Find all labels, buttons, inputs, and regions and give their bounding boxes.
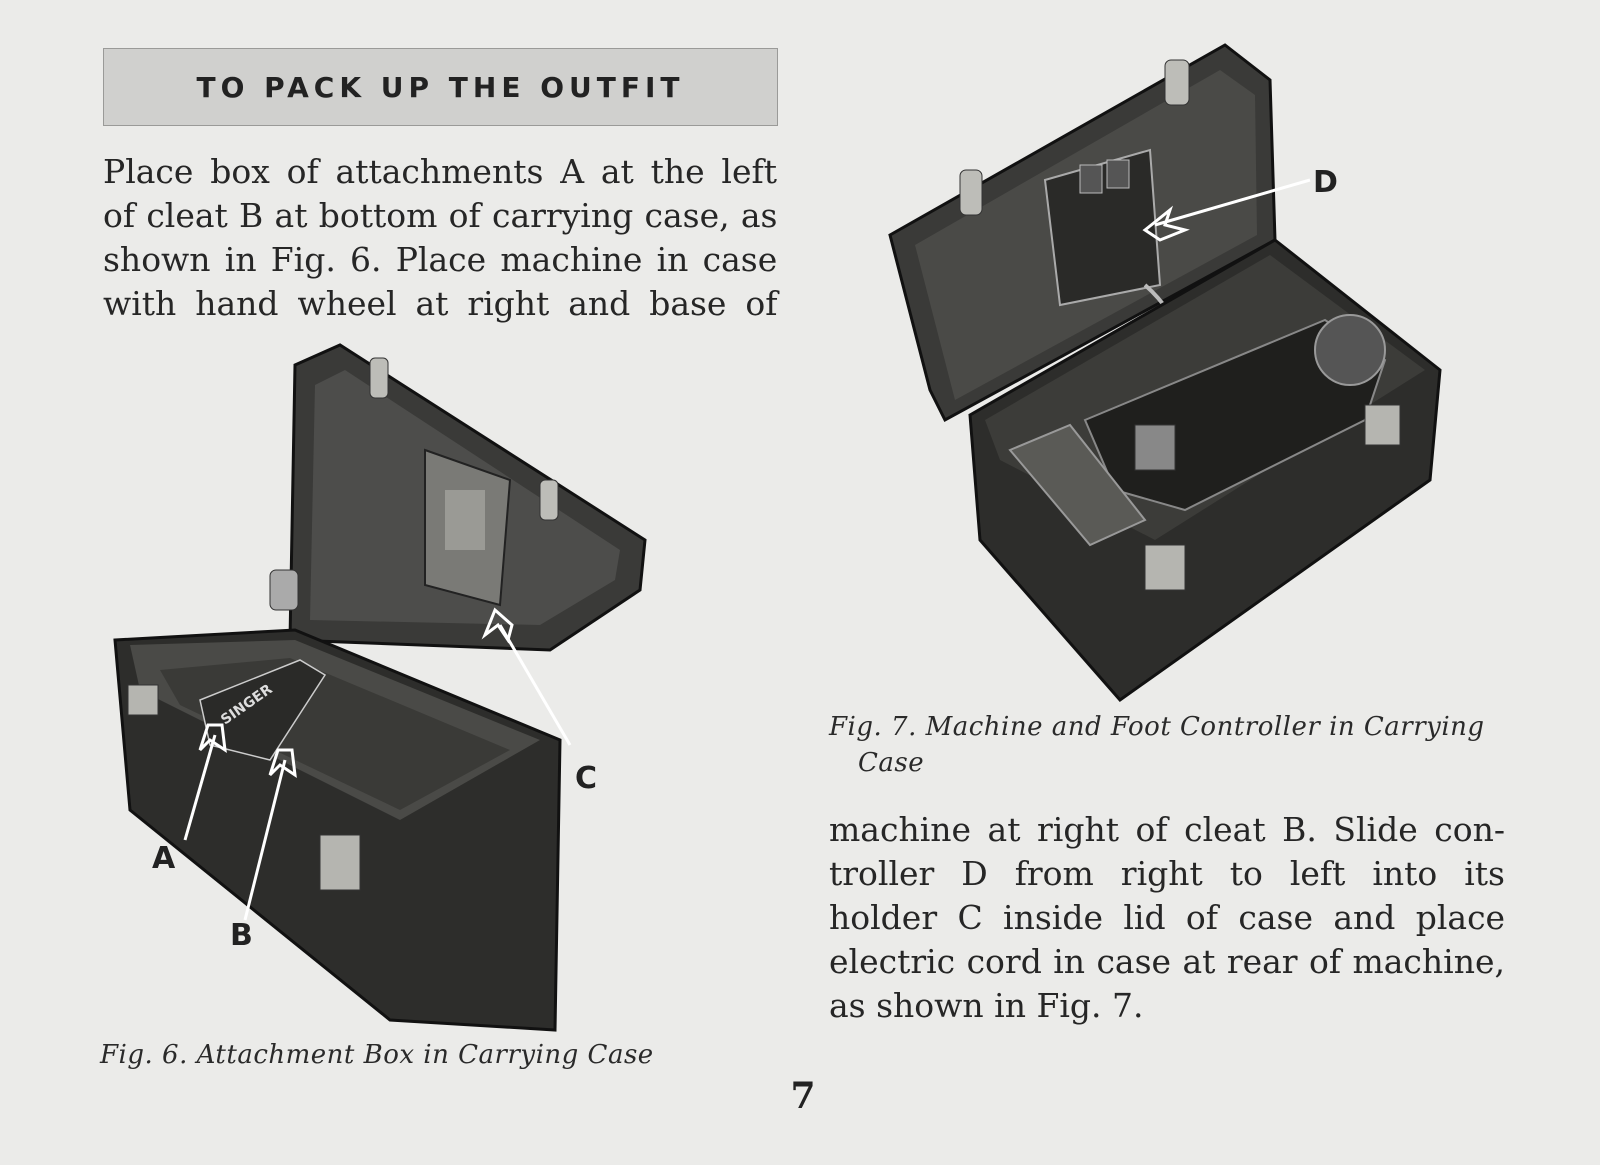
section-title: TO PACK UP THE OUTFIT (196, 70, 685, 104)
fig6-illustration: SINGER A B C (113, 343, 647, 1032)
text-line: of cleat B at bottom of carrying case, a… (103, 196, 778, 235)
instructions-paragraph-start: Place box of attachments A at the left o… (103, 150, 777, 326)
label-b: B (230, 918, 253, 953)
text-line: with hand wheel at right and base of (103, 284, 778, 323)
attachment-box (199, 659, 327, 761)
text-line: as shown in Fig. 7. (829, 986, 1144, 1025)
fig7-caption-line1: Fig. 7. Machine and Foot Controller in C… (829, 712, 1485, 742)
fig7-caption-line2: Case (858, 748, 925, 778)
fig7-illustration: D (888, 43, 1442, 703)
page-number: 7 (790, 1075, 816, 1117)
text-line: Place box of attachments A at the left (103, 152, 777, 191)
fig6-caption: Fig. 6. Attachment Box in Carrying Case (100, 1040, 654, 1070)
text-line: shown in Fig. 6. Place machine in case (103, 240, 778, 279)
text-line: electric cord in case at rear of machine… (829, 942, 1505, 981)
text-line: holder C inside lid of case and place (829, 898, 1506, 937)
text-line: troller D from right to left into its (829, 854, 1505, 893)
label-a: A (152, 841, 176, 876)
label-c: C (575, 761, 597, 796)
section-header: TO PACK UP THE OUTFIT (103, 48, 778, 126)
label-d: D (1313, 165, 1338, 200)
text-line: machine at right of cleat B. Slide con- (829, 810, 1505, 849)
instructions-paragraph-end: machine at right of cleat B. Slide con- … (829, 808, 1505, 1028)
